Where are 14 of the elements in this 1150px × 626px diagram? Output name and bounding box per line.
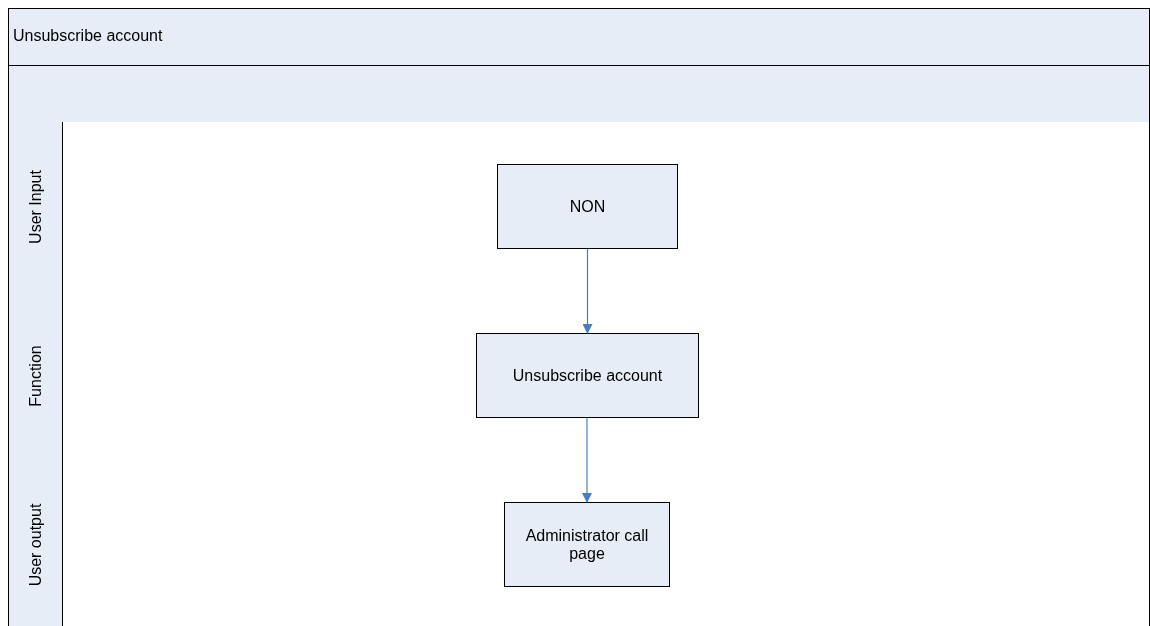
box-label: NON [569, 197, 606, 216]
box-label: Unsubscribe account [512, 366, 663, 385]
box-label: Administrator call page [524, 526, 650, 563]
process-box [504, 502, 670, 587]
swimlane [8, 460, 1150, 626]
process-box [497, 164, 678, 249]
arrow [582, 417, 592, 503]
lane-label: User Input [26, 169, 45, 244]
diagram-title: Unsubscribe account [13, 27, 163, 45]
lane-label: User output [26, 503, 45, 586]
process-box [476, 333, 699, 418]
swimlane [8, 122, 1150, 292]
arrow [582, 248, 593, 334]
lane-label: Function [26, 344, 45, 407]
